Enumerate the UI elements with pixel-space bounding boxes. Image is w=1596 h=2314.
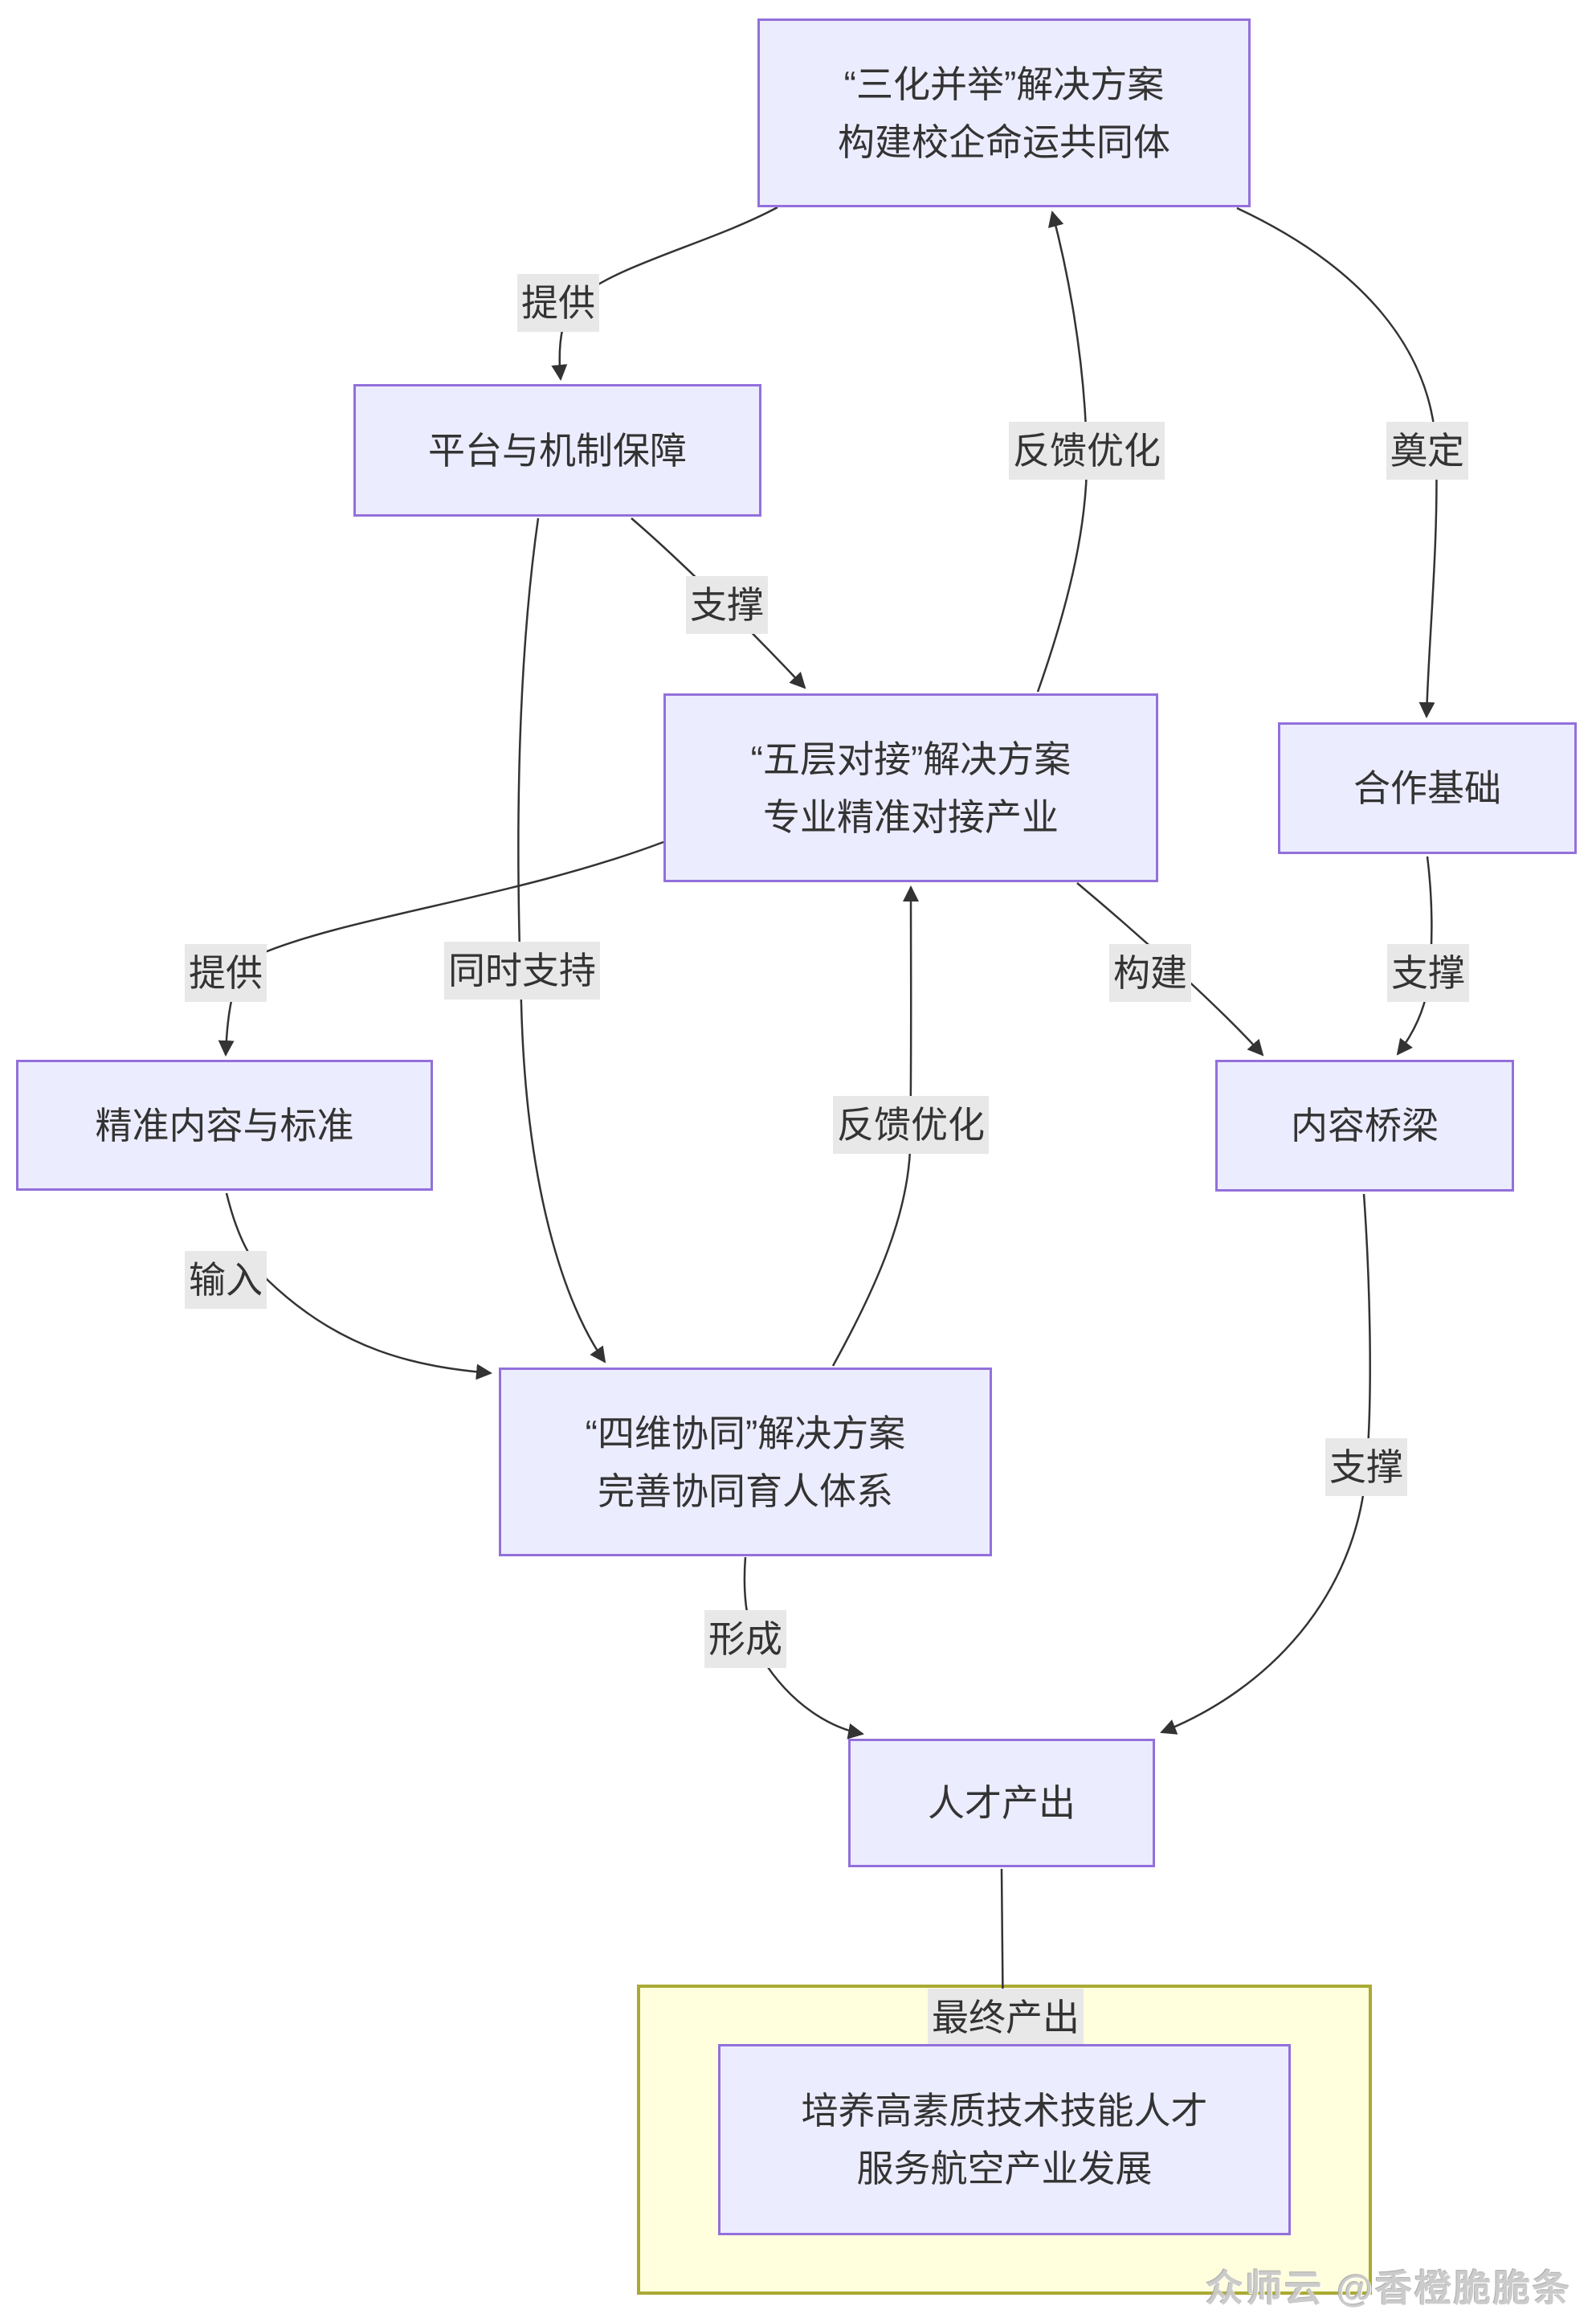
edge-label-zuizhong: 最终产出 — [928, 1989, 1084, 2046]
node-neirong-qiaoliang: 内容桥梁 — [1215, 1060, 1514, 1192]
node-label-line: 服务航空产业发展 — [856, 2148, 1153, 2189]
watermark-text: 众师云 @香橙脆脆条 — [1206, 2267, 1572, 2309]
node-peiyang-rencai: 培养高素质技术技能人才 服务航空产业发展 — [718, 2044, 1291, 2235]
node-label-line: 内容桥梁 — [1291, 1105, 1439, 1147]
edge-label-dianding: 奠定 — [1386, 422, 1468, 480]
edge-pingtai-to-siwei — [517, 517, 606, 1363]
edge-label-fankui-mid: 反馈优化 — [833, 1096, 989, 1154]
node-sanhua-bingju: “三化并举”解决方案 构建校企命运共同体 — [757, 18, 1251, 207]
node-rencai-chanchu: 人才产出 — [848, 1739, 1155, 1867]
edge-label-goujian: 构建 — [1109, 944, 1191, 1002]
node-label-line: “五层对接”解决方案 — [750, 738, 1071, 780]
node-hezuo-jichu: 合作基础 — [1278, 722, 1577, 854]
edge-label-xingcheng: 形成 — [704, 1610, 786, 1668]
edge-label-shuru: 输入 — [185, 1251, 267, 1309]
node-label-line: 专业精准对接产业 — [763, 795, 1059, 838]
node-siwei-xietong: “四维协同”解决方案 完善协同育人体系 — [499, 1368, 992, 1556]
node-pingtai-jizhi: 平台与机制保障 — [353, 384, 761, 517]
node-label-line: “四维协同”解决方案 — [585, 1412, 906, 1454]
edge-label-tongshi: 同时支持 — [444, 942, 600, 1000]
node-label-line: 完善协同育人体系 — [598, 1470, 893, 1512]
edge-label-tigong-top: 提供 — [517, 274, 599, 332]
node-jingzhun-neirong: 精准内容与标准 — [16, 1060, 433, 1191]
edge-label-zhicheng-2: 支撑 — [1387, 944, 1469, 1002]
node-wuceng-duijie: “五层对接”解决方案 专业精准对接产业 — [663, 693, 1158, 882]
edge-label-zhicheng-3: 支撑 — [1325, 1438, 1407, 1496]
node-label-line: 精准内容与标准 — [95, 1104, 354, 1147]
edge-label-zhicheng-1: 支撑 — [686, 576, 768, 634]
node-label-line: 人才产出 — [928, 1782, 1076, 1824]
edge-jingzhun-to-siwei — [225, 1192, 492, 1380]
node-label-line: “三化并举”解决方案 — [843, 63, 1165, 105]
node-label-line: 平台与机制保障 — [428, 429, 687, 472]
node-label-line: 合作基础 — [1353, 767, 1501, 809]
edge-label-fankui-top: 反馈优化 — [1009, 422, 1165, 480]
edge-label-tigong-left: 提供 — [185, 944, 267, 1002]
node-label-line: 构建校企命运共同体 — [838, 121, 1170, 163]
node-label-line: 培养高素质技术技能人才 — [801, 2090, 1208, 2132]
